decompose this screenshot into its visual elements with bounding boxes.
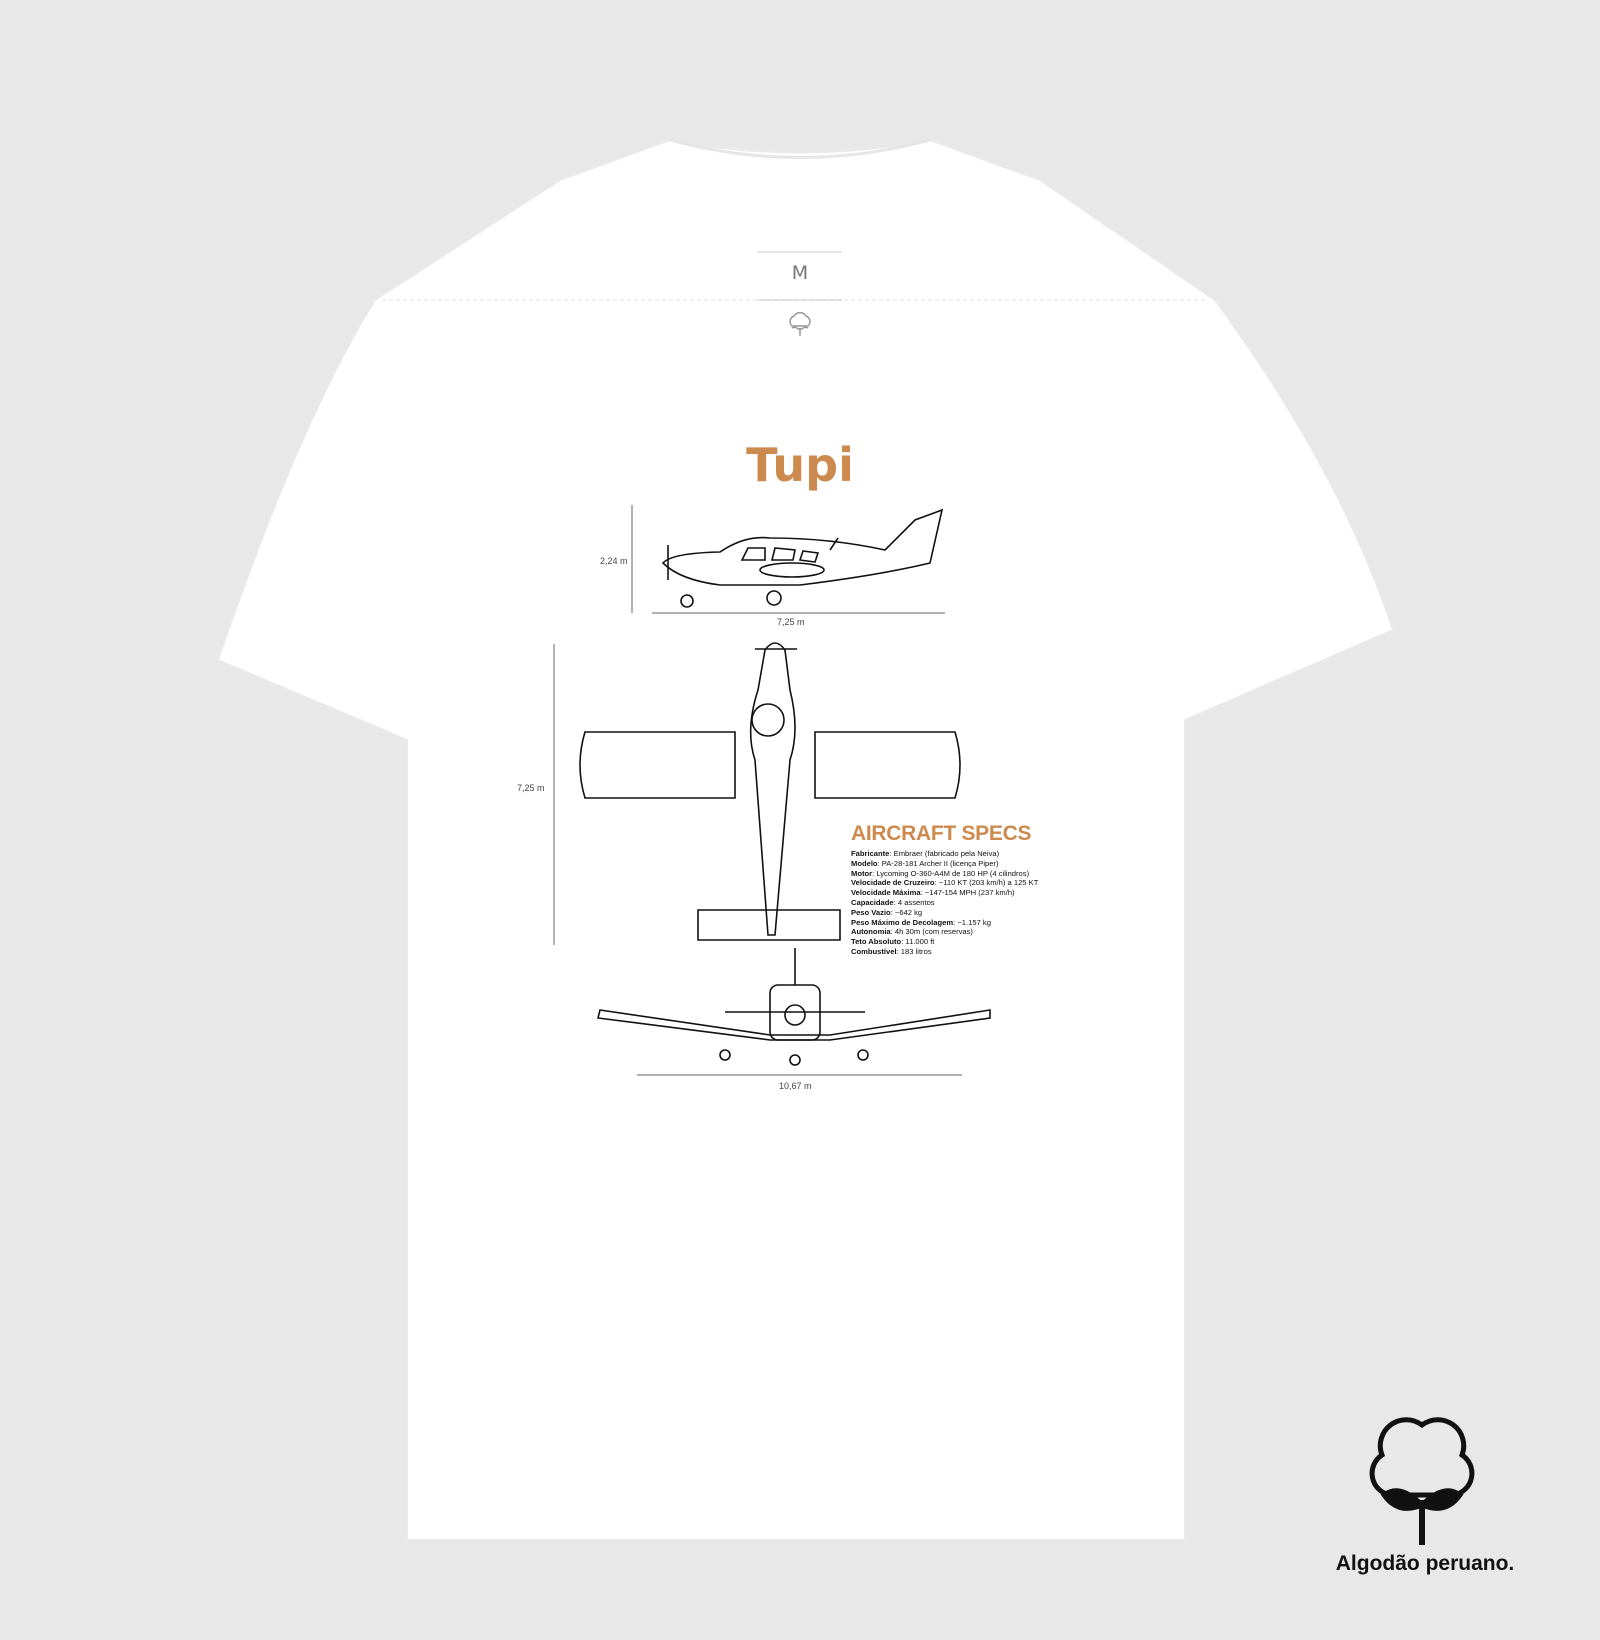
spec-item: Teto Absoluto: 11.000 ft (851, 937, 1091, 947)
cotton-plant-icon (1369, 1417, 1475, 1545)
spec-label: Modelo (851, 858, 878, 868)
spec-value: : 4 assentos (893, 897, 935, 907)
spec-label: Combustível (851, 946, 897, 956)
spec-label: Peso Máximo de Decolagem (851, 917, 954, 927)
spec-item: Velocidade Máxima: ~147-154 MPH (237 km/… (851, 888, 1091, 898)
specs-heading: AIRCRAFT SPECS (851, 822, 1032, 845)
spec-value: : Lycoming O-360-A4M de 180 HP (4 cilind… (872, 868, 1030, 878)
spec-value: : 183 litros (896, 946, 932, 956)
front-view-drawing (597, 948, 991, 1076)
spec-value: : ~642 kg (890, 907, 923, 917)
spec-label: Motor (851, 868, 873, 878)
spec-item: Velocidade de Cruzeiro: ~110 KT (203 km/… (851, 878, 1091, 888)
cotton-caption: Algodão peruano. (1335, 1552, 1515, 1575)
size-tag: M (791, 262, 809, 284)
spec-label: Velocidade Máxima (851, 888, 921, 898)
spec-item: Motor: Lycoming O-360-A4M de 180 HP (4 c… (851, 869, 1091, 879)
spec-value: : PA-28-181 Archer II (licença Piper) (877, 858, 999, 868)
spec-value: : ~147-154 MPH (237 km/h) (920, 888, 1015, 898)
spec-value: : 4h 30m (com reservas) (890, 927, 973, 937)
aircraft-specs: AIRCRAFT SPECS Fabricante: Embraer (fabr… (851, 822, 1091, 957)
top-length-label: 7,25 m (517, 783, 545, 793)
side-length-label: 7,25 m (777, 617, 805, 627)
spec-item: Combustível: 183 litros (851, 947, 1091, 957)
spec-label: Autonomia (851, 927, 891, 937)
small-cotton-icon (789, 311, 811, 336)
front-span-label: 10,67 m (779, 1081, 812, 1091)
spec-label: Peso Vazio (851, 907, 891, 917)
spec-label: Velocidade de Cruzeiro (851, 878, 935, 888)
spec-item: Capacidade: 4 assentos (851, 898, 1091, 908)
spec-label: Fabricante (851, 849, 890, 858)
spec-label: Teto Absoluto (851, 937, 902, 947)
spec-item: Peso Máximo de Decolagem: ~1.157 kg (851, 918, 1091, 928)
spec-item: Autonomia: 4h 30m (com reservas) (851, 927, 1091, 937)
spec-item: Peso Vazio: ~642 kg (851, 908, 1091, 918)
spec-value: : ~1.157 kg (953, 917, 991, 927)
side-view-drawing (631, 505, 945, 614)
spec-item: Fabricante: Embraer (fabricado pela Neiv… (851, 849, 1091, 859)
design-title: Tupi (746, 438, 854, 492)
spec-label: Capacidade (851, 897, 894, 907)
side-height-label: 2,24 m (600, 556, 628, 566)
spec-item: Modelo: PA-28-181 Archer II (licença Pip… (851, 859, 1091, 869)
spec-value: : Embraer (fabricado pela Neiva) (889, 849, 1000, 858)
spec-value: : ~110 KT (203 km/h) a 125 KT (934, 878, 1039, 888)
top-view-drawing (553, 642, 961, 945)
spec-value: : 11.000 ft (901, 937, 935, 947)
